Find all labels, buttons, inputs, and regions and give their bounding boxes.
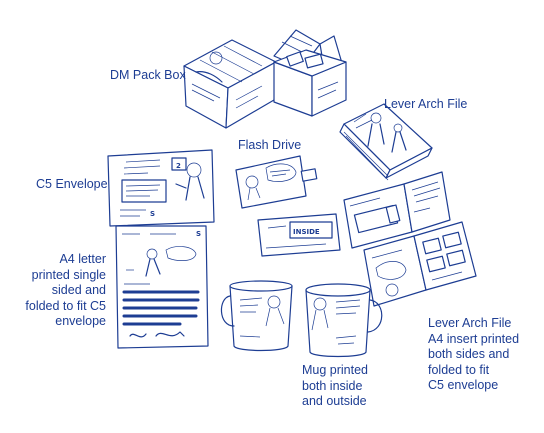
c5-envelope-sketch: 2 S	[107, 149, 215, 227]
label-dm-pack-box: DM Pack Box	[110, 68, 186, 82]
label-lever-arch-insert: Lever Arch File A4 insert printed both s…	[428, 316, 520, 392]
lever-arch-insert-upper-sketch	[343, 171, 451, 249]
label-a4-letter: A4 letter printed single sided and folde…	[25, 252, 106, 328]
svg-text:INSIDE: INSIDE	[293, 228, 320, 236]
mug-inside-sketch	[305, 283, 383, 358]
lever-arch-insert-lower-sketch	[363, 221, 477, 307]
label-c5-envelope: C5 Envelope	[36, 177, 108, 191]
a4-letter-sketch: S	[115, 225, 209, 349]
label-lever-arch-file: Lever Arch File	[384, 97, 468, 111]
flash-drive-card-back-sketch: INSIDE	[257, 213, 341, 257]
dm-pack-box-closed-sketch	[183, 39, 277, 129]
svg-text:S: S	[196, 230, 201, 238]
flash-drive-card-sketch	[235, 155, 318, 209]
label-mug: Mug printed both inside and outside	[302, 363, 369, 408]
svg-text:2: 2	[176, 162, 181, 170]
svg-text:S: S	[150, 210, 155, 218]
lever-arch-file-sketch	[339, 103, 433, 181]
dm-pack-box-open-sketch	[273, 29, 347, 117]
label-flash-drive: Flash Drive	[238, 138, 302, 152]
mug-outside-sketch	[220, 280, 293, 352]
